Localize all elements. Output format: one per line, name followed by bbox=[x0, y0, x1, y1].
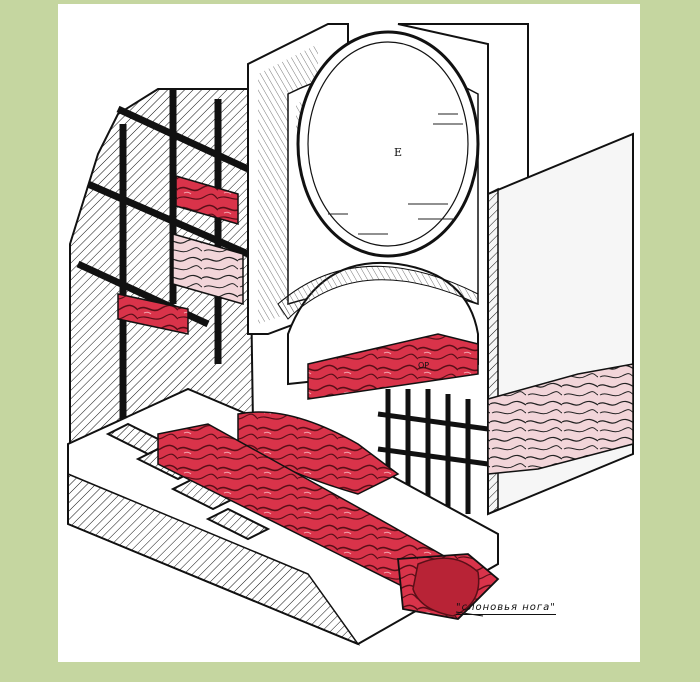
reactor-corium-rim bbox=[307, 333, 479, 400]
upper-shield-label: E bbox=[394, 146, 403, 159]
elephant-foot-mass bbox=[412, 557, 480, 617]
upper-shield-disk bbox=[296, 30, 480, 258]
floor-slab-hatch bbox=[67, 472, 361, 646]
left-corium-chamber-top bbox=[175, 175, 239, 225]
upper-shield-shading bbox=[328, 113, 463, 235]
upper-shield-rim bbox=[307, 41, 469, 247]
reactor-section-label: OP bbox=[418, 361, 430, 370]
elephant-foot-label: "слоновья нога" bbox=[456, 602, 556, 615]
left-corium-chamber-mid bbox=[172, 233, 244, 305]
left-corium-chamber-low bbox=[117, 293, 189, 335]
drawing-sheet: E OP "слоновья нога" bbox=[58, 4, 640, 662]
reactor-dome-ring bbox=[277, 265, 479, 320]
reactor-cutaway-drawing bbox=[67, 23, 634, 646]
right-rubble bbox=[487, 363, 634, 475]
